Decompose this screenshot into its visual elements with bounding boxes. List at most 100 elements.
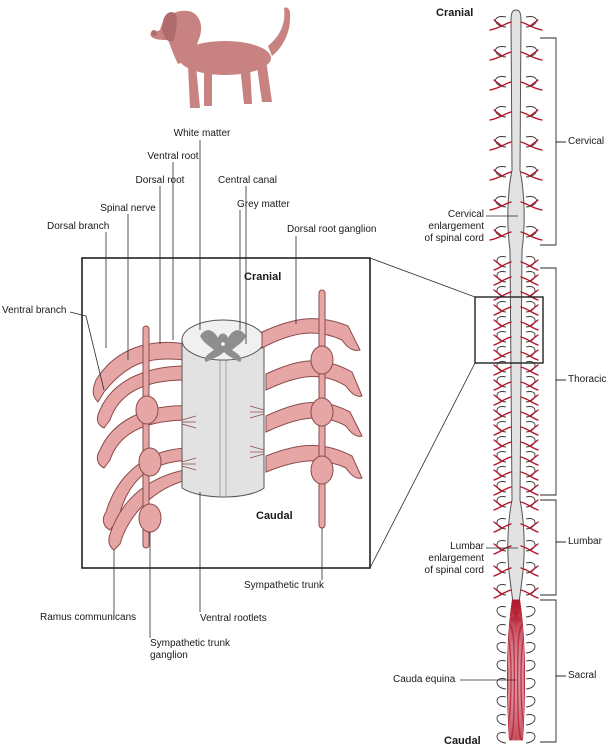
nerve-root — [520, 139, 543, 151]
nerve-root — [520, 334, 539, 346]
label-region-sacral: Sacral — [568, 670, 597, 681]
vertebra-outline — [496, 732, 507, 744]
label-sympathetic-trunk-ganglion: Sympathetic trunk ganglion — [150, 638, 231, 661]
cauda-fibre — [519, 599, 526, 741]
nerve-root — [493, 565, 512, 577]
vertebra-outline — [525, 660, 536, 672]
nerve-root — [520, 19, 543, 31]
zoom-line-top — [369, 257, 476, 298]
nerve-root — [493, 379, 512, 391]
nerve-root — [493, 364, 512, 376]
region-brackets — [540, 37, 566, 743]
nerve-root — [493, 349, 512, 361]
cauda-fibre — [514, 599, 516, 741]
label-dorsal-branch: Dorsal branch — [47, 221, 110, 232]
label-ventral-rootlets: Ventral rootlets — [200, 613, 267, 624]
nerve-root — [520, 79, 543, 91]
nerve-root — [520, 439, 539, 451]
nerve-root — [489, 79, 512, 91]
label-grey-matter: Grey matter — [237, 199, 290, 210]
vertebra-outline — [496, 624, 507, 636]
nerve-root — [493, 424, 512, 436]
nerve-root — [520, 349, 539, 361]
vertebra-outline — [496, 696, 507, 708]
nerve-root — [520, 304, 539, 316]
vertebra-outline — [496, 714, 507, 726]
nerve-root — [520, 587, 539, 599]
label-ventral-root: Ventral root — [147, 151, 199, 162]
rootlets — [181, 405, 265, 471]
cauda-fibre — [508, 599, 514, 741]
nerve-root — [493, 587, 512, 599]
nerve-root — [520, 364, 539, 376]
nerve-root — [520, 424, 539, 436]
vertebra-outline — [525, 678, 536, 690]
sympathetic-trunk-right — [310, 289, 334, 529]
label-central-canal: Central canal — [218, 175, 277, 186]
nerve-root — [493, 409, 512, 421]
label-ramus-communicans: Ramus communicans — [40, 612, 137, 623]
nerve-root — [493, 394, 512, 406]
zoom-line-bottom — [369, 362, 476, 569]
inset-cord-segment — [92, 289, 363, 551]
leader-lines — [69, 140, 323, 638]
nerve-root — [520, 484, 539, 496]
right-spinal-nerves — [261, 318, 363, 479]
nerve-root — [493, 469, 512, 481]
nerve-root — [493, 334, 512, 346]
nerve-root — [520, 394, 539, 406]
cord-nerve-roots — [489, 19, 543, 599]
cauda-fibre — [516, 599, 518, 741]
nerve-root — [493, 484, 512, 496]
nerve-root — [520, 229, 543, 241]
label-ventral-branch: Ventral branch — [2, 305, 67, 316]
nerve-root — [489, 139, 512, 151]
cauda-fibre — [517, 599, 523, 741]
cauda-fibre — [518, 599, 524, 741]
vertebra-outline — [525, 714, 536, 726]
nerve-root — [520, 565, 539, 577]
nerve-root — [520, 49, 543, 61]
label-inset-caudal: Caudal — [256, 510, 293, 522]
cauda-fibre — [517, 599, 521, 741]
nerve-root — [493, 499, 512, 511]
central-canal-dot — [221, 342, 225, 346]
cauda-fibre — [516, 599, 520, 741]
nerve-root — [520, 169, 543, 181]
cord-leader-lines — [460, 215, 518, 681]
cauda-fibre — [512, 599, 516, 741]
nerve-root — [493, 289, 512, 301]
nerve-root — [520, 379, 539, 391]
label-dorsal-root: Dorsal root — [135, 175, 185, 186]
vertebra-outline — [496, 606, 507, 618]
nerve-root — [520, 274, 539, 286]
nerve-root — [493, 439, 512, 451]
nerve-root — [489, 199, 512, 211]
nerve-root — [493, 274, 512, 286]
cauda-fibre — [511, 599, 515, 741]
nerve-root — [493, 454, 512, 466]
grey-matter-shape — [200, 330, 246, 362]
nerve-root — [489, 19, 512, 31]
nerve-root — [520, 499, 539, 511]
nerve-root — [520, 469, 539, 481]
vertebra-outline — [525, 624, 536, 636]
label-lumbar-enlargement: Lumbar enlargement of spinal cord — [424, 541, 484, 576]
nerve-root — [520, 259, 539, 271]
nerve-root — [493, 259, 512, 271]
label-dorsal-root-ganglion: Dorsal root ganglion — [287, 224, 377, 235]
vertebra-outline — [496, 660, 507, 672]
nerve-root — [493, 543, 512, 555]
nerve-root — [520, 319, 539, 331]
vertebra-outline — [525, 732, 536, 744]
label-white-matter: White matter — [173, 128, 231, 139]
nerve-root — [520, 109, 543, 121]
label-spinal-nerve: Spinal nerve — [100, 203, 156, 214]
label-cauda-equina: Cauda equina — [393, 674, 456, 685]
vertebra-outline — [525, 642, 536, 654]
vertebra-outline — [496, 678, 507, 690]
label-inset-cranial: Cranial — [244, 271, 282, 283]
nerve-root — [489, 109, 512, 121]
label-cervical-enlargement: Cervical enlargement of spinal cord — [424, 209, 484, 244]
